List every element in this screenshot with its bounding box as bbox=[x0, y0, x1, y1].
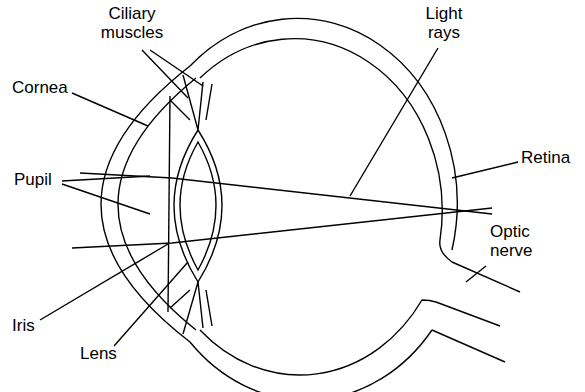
part-label: Retina bbox=[521, 148, 570, 167]
sclera-outline bbox=[190, 18, 457, 250]
leader-line bbox=[114, 262, 188, 346]
optic-nerve bbox=[452, 262, 520, 292]
part-label: Pupil bbox=[14, 170, 52, 189]
part-label: Light rays bbox=[418, 4, 470, 42]
ciliary-muscle bbox=[170, 282, 212, 334]
leader-line bbox=[62, 176, 150, 214]
part-label: Lens bbox=[80, 344, 117, 363]
retina-outline bbox=[200, 300, 436, 375]
leader-line bbox=[40, 244, 168, 320]
light-ray bbox=[80, 173, 492, 214]
retina-outline bbox=[200, 39, 452, 262]
leader-line bbox=[350, 48, 438, 196]
ciliary-muscle bbox=[170, 75, 212, 130]
iris bbox=[168, 96, 170, 312]
cornea-outline bbox=[118, 78, 196, 330]
part-label: Cornea bbox=[12, 78, 68, 97]
sclera-outline bbox=[190, 330, 432, 392]
optic-nerve bbox=[436, 302, 500, 326]
part-label: Optic nerve bbox=[490, 222, 552, 260]
light-ray bbox=[72, 208, 492, 248]
part-label: Iris bbox=[12, 316, 35, 335]
lens bbox=[180, 142, 216, 270]
leader-line bbox=[142, 50, 203, 98]
leader-line bbox=[466, 266, 486, 282]
leader-line bbox=[72, 93, 148, 126]
lens bbox=[174, 130, 222, 282]
leader-line bbox=[452, 162, 518, 178]
optic-nerve bbox=[432, 330, 505, 362]
part-label: Ciliary muscles bbox=[92, 4, 172, 42]
